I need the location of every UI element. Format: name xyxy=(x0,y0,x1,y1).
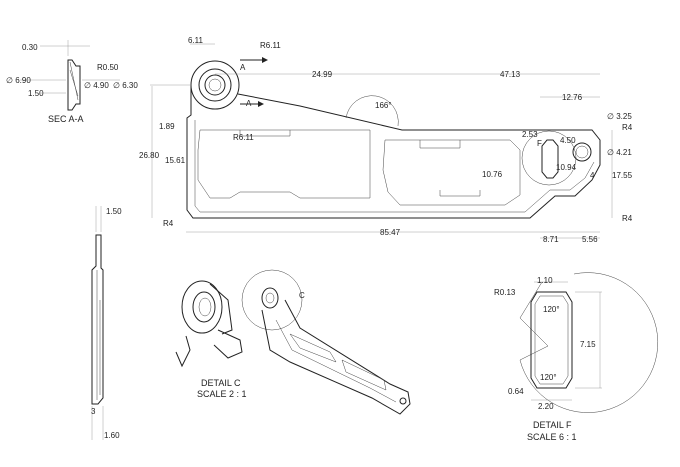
left-pocket xyxy=(197,129,371,199)
small-hole xyxy=(572,142,592,162)
detail-f-scale: SCALE 6 : 1 xyxy=(527,432,577,442)
detail-f-caption: DETAIL F xyxy=(533,420,572,430)
section-dim-radius: R0.50 xyxy=(97,63,119,72)
iso-view: C xyxy=(241,269,411,415)
side-view: 1.50 3 1.60 xyxy=(91,206,122,440)
main-dim-height: 26.80 xyxy=(139,151,160,160)
main-dim-right-radius-bottom: R4 xyxy=(622,214,633,223)
detail-f-height: 7.15 xyxy=(580,340,596,349)
main-dim-slot-gap: 4.50 xyxy=(560,136,576,145)
detail-f-top-width: 1.10 xyxy=(537,276,553,285)
main-dim-angle: 166° xyxy=(375,101,392,110)
side-dim-mid: 3 xyxy=(91,407,96,416)
main-dim-right-height: 17.55 xyxy=(612,171,633,180)
main-dim-hub-radius: R6.11 xyxy=(260,41,281,50)
iso-arm-outline xyxy=(261,299,411,415)
section-dim-depth: 1.50 xyxy=(28,89,44,98)
hub-inner-circle xyxy=(204,74,226,96)
main-dim-right-radius-top: R4 xyxy=(622,123,633,132)
detail-c-circle xyxy=(241,269,303,331)
main-dim-length-2: 47.13 xyxy=(500,70,521,79)
main-dim-overall-length: 85.47 xyxy=(380,228,401,237)
main-dim-slot-length: 10.94 xyxy=(556,163,577,172)
main-dim-boss-dia: ∅ 4.21 xyxy=(607,148,632,157)
main-dim-corner-radius: R4 xyxy=(163,219,174,228)
detail-c-marker: C xyxy=(299,291,305,300)
section-dim-thickness: 0.30 xyxy=(22,43,38,52)
main-dim-bottom-1: 8.71 xyxy=(543,235,559,244)
section-arrow-label-top: A xyxy=(240,63,246,72)
section-dim-hub-dia: ∅ 6.30 xyxy=(113,81,138,90)
main-dim-bottom-2: 5.56 xyxy=(582,235,598,244)
section-caption: SEC A-A xyxy=(48,114,84,124)
main-dim-length-3: 12.76 xyxy=(562,93,583,102)
section-arrow-label-bottom: A xyxy=(246,99,252,108)
side-dim-bottom: 1.60 xyxy=(104,431,120,440)
detail-f-radius: R0.13 xyxy=(494,288,516,297)
detail-f-marker: F xyxy=(537,139,542,148)
detail-f-chamfer: 0.64 xyxy=(508,387,524,396)
right-pocket xyxy=(382,139,521,206)
detail-c-view: DETAIL C SCALE 2 : 1 xyxy=(175,280,247,399)
section-a-a-view: 0.30 R0.50 ∅ 6.90 ∅ 4.90 ∅ 6.30 1.50 SEC… xyxy=(6,40,138,124)
hub-outer-circle xyxy=(190,60,240,110)
main-dim-length-1: 24.99 xyxy=(312,70,333,79)
detail-c-caption: DETAIL C xyxy=(201,378,241,388)
main-view: A A 6.11 R6.11 24.99 47.13 12.76 ∅ 3.25 … xyxy=(139,36,633,244)
detail-f-angle-bottom: 120° xyxy=(540,373,557,382)
detail-f-width: 2.20 xyxy=(538,402,554,411)
main-dim-wall: 1.89 xyxy=(159,122,175,131)
detail-f-view: R0.13 1.10 120° 7.15 120° 0.64 2.20 DETA… xyxy=(494,272,659,442)
main-dim-pocket-height: 15.61 xyxy=(165,156,186,165)
arm-outline xyxy=(186,85,601,219)
main-dim-hole-dia: ∅ 3.25 xyxy=(607,112,632,121)
main-dim-slot-offset: 2.53 xyxy=(522,130,538,139)
slot-f xyxy=(541,139,559,179)
hub-middle-circle xyxy=(198,68,232,102)
side-dim-top: 1.50 xyxy=(106,207,122,216)
main-dim-small: 4 xyxy=(590,171,595,180)
main-dim-hub-offset: 6.11 xyxy=(188,36,204,45)
detail-c-scale: SCALE 2 : 1 xyxy=(197,389,247,399)
section-dim-bore-dia: ∅ 4.90 xyxy=(84,81,109,90)
section-dim-outer-dia: ∅ 6.90 xyxy=(6,76,31,85)
main-dim-slot-depth: 10.76 xyxy=(482,170,503,179)
detail-f-slot xyxy=(530,291,573,389)
detail-f-angle-top: 120° xyxy=(543,305,560,314)
detail-f-circle xyxy=(521,130,577,186)
main-dim-inner-radius: R6.11 xyxy=(233,133,254,142)
